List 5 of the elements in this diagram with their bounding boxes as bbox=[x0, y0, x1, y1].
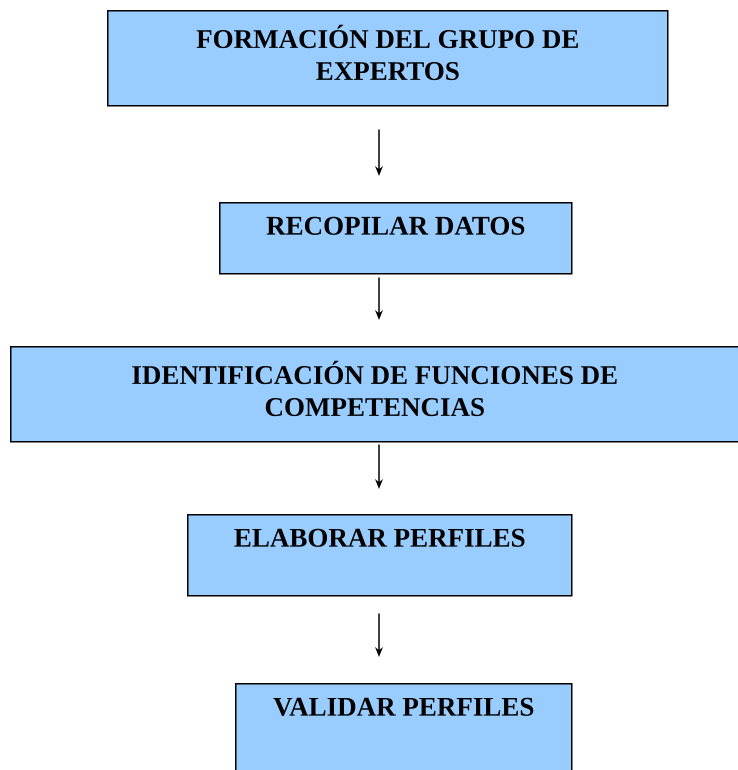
process-box: RECOPILAR DATOS bbox=[219, 202, 572, 274]
process-box: ELABORAR PERFILES bbox=[187, 514, 572, 596]
process-box: VALIDAR PERFILES bbox=[235, 683, 572, 770]
process-box: IDENTIFICACIÓN DE FUNCIONES DE COMPETENCIAS bbox=[10, 346, 738, 442]
process-box: FORMACIÓN DEL GRUPO DE EXPERTOS bbox=[107, 10, 669, 106]
